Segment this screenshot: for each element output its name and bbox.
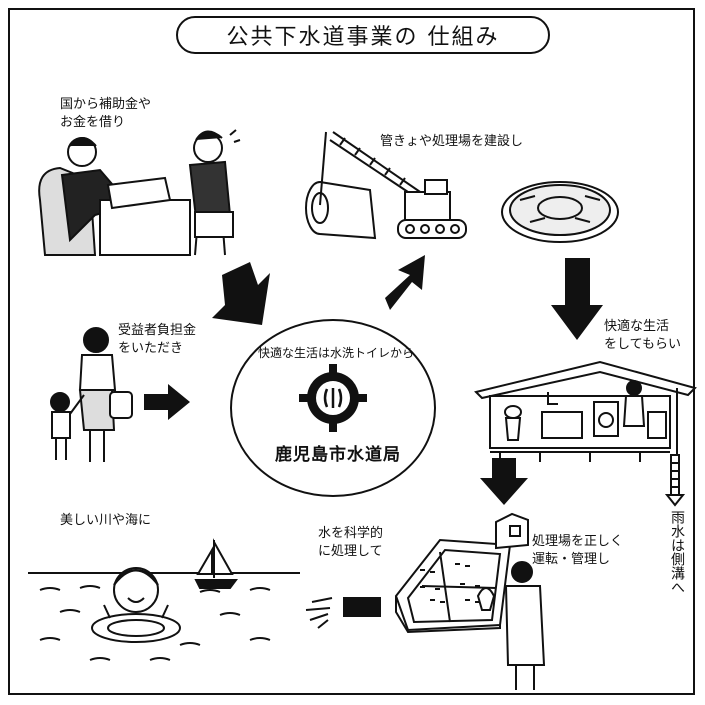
caption-rain: 雨水は側溝へ bbox=[669, 510, 685, 594]
rain-drain-arrow bbox=[664, 454, 686, 507]
arrow-manhole-to-house bbox=[551, 258, 603, 340]
construction-illustration bbox=[305, 131, 467, 240]
diagram-title: 公共下水道事業の 仕組み bbox=[176, 16, 550, 54]
arrow-treated-water-bar bbox=[343, 597, 381, 617]
caption-beneficiary: 受益者負担金 をいただき bbox=[118, 323, 197, 356]
loan-meeting-illustration bbox=[38, 129, 241, 256]
sea-swimmer-illustration bbox=[28, 538, 300, 661]
caption-clean-water: 美しい川や海に bbox=[60, 513, 152, 528]
treatment-plant-illustration bbox=[394, 512, 546, 690]
caption-operate: 処理場を正しく 運転・管理し bbox=[532, 534, 624, 567]
bureau-name: 鹿児島市水道局 bbox=[275, 445, 401, 465]
caption-science: 水を科学的 に処理して bbox=[318, 526, 384, 559]
house-illustration bbox=[474, 360, 697, 462]
diagram-frame bbox=[8, 8, 695, 695]
caption-comfortable-life: 快適な生活 をしてもらい bbox=[604, 319, 681, 352]
caption-loan: 国から補助金や お金を借り bbox=[60, 97, 152, 130]
water-splash bbox=[305, 597, 333, 629]
arrow-beneficiary-to-center bbox=[144, 384, 190, 420]
mother-child-illustration bbox=[50, 327, 133, 462]
arrow-loan-to-center bbox=[212, 262, 270, 325]
caption-build: 管きょや処理場を建設し bbox=[380, 134, 524, 149]
flow-arrows bbox=[144, 255, 603, 617]
caption-center-slogan: 快適な生活は水洗トイレから bbox=[257, 346, 414, 360]
city-emblem-icon bbox=[299, 364, 367, 432]
arrow-house-to-plant bbox=[480, 458, 528, 505]
arrow-center-to-build bbox=[385, 255, 425, 310]
manhole-illustration bbox=[501, 181, 619, 243]
